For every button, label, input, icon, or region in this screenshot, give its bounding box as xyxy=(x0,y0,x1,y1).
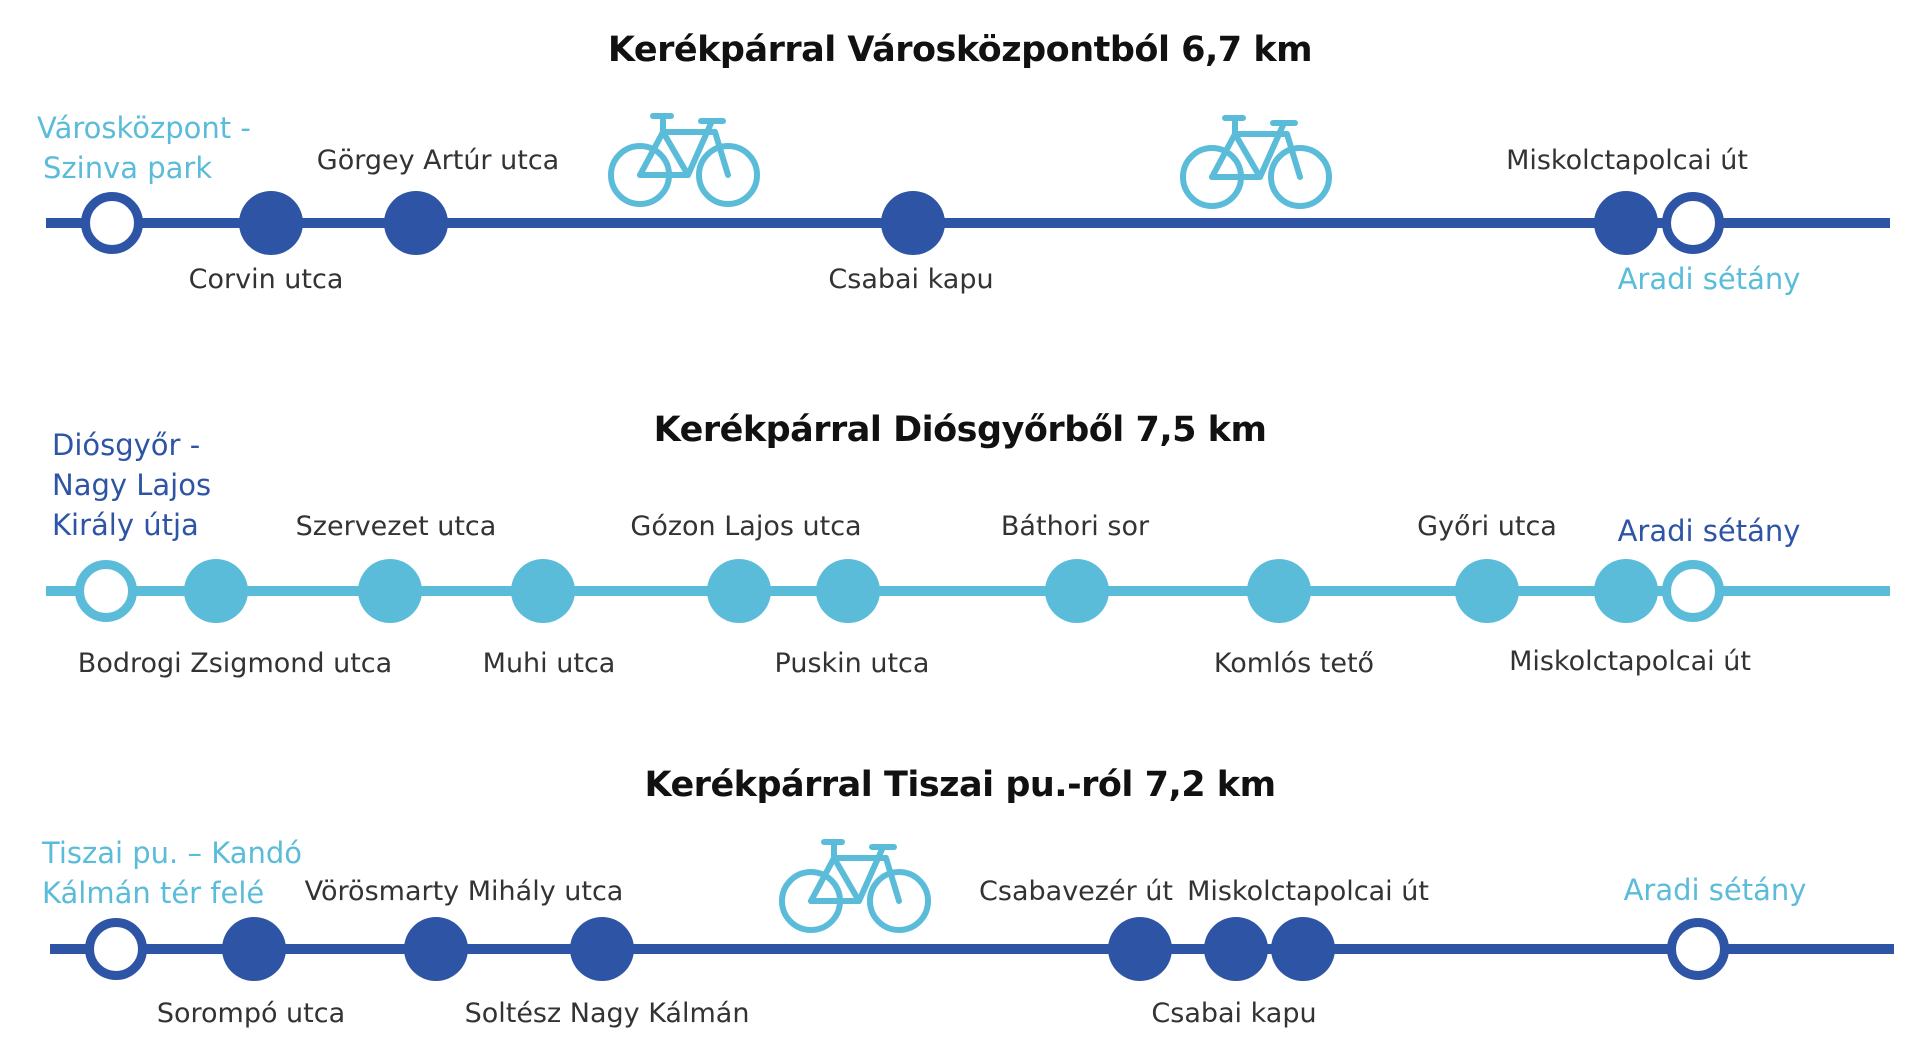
route-1-label-miskolc: Miskolctapolcai út xyxy=(1506,145,1748,176)
route-3-title: Kerékpárral Tiszai pu.-ról 7,2 km xyxy=(644,765,1276,805)
route-3-stop-vorosmarty xyxy=(404,917,468,981)
route-2-stop-komlos xyxy=(1247,559,1311,623)
route-3-label-sorompo: Sorompó utca xyxy=(156,998,346,1029)
route-2-stop-bathori xyxy=(1045,559,1109,623)
route-3-stop-csabai xyxy=(1204,917,1268,981)
route-3-label-miskolc: Miskolctapolcai út xyxy=(1187,876,1429,907)
route-3-label-csabavezer: Csabavezér út xyxy=(979,876,1173,907)
route-3-label-soltesz: Soltész Nagy Kálmán xyxy=(464,998,750,1029)
route-3-stop-miskolc xyxy=(1271,917,1335,981)
route-2-label-bodrogi: Bodrogi Zsigmond utca xyxy=(77,648,393,679)
route-2-label-muhi: Muhi utca xyxy=(482,648,616,679)
route-1-stop-miskolc xyxy=(1594,191,1658,255)
route-2-label-komlos: Komlós tető xyxy=(1213,648,1375,679)
route-3-start-stop xyxy=(85,918,147,980)
route-2-label-bathori: Báthori sor xyxy=(1000,511,1150,542)
route-1-label-gorgey: Görgey Artúr utca xyxy=(316,145,560,176)
route-3-label-csabai: Csabai kapu xyxy=(1151,998,1317,1029)
route-2-start-label: Diósgyőr - Nagy Lajos Király útja xyxy=(52,428,212,542)
route-2-start-stop xyxy=(75,560,137,622)
route-3-end-stop xyxy=(1667,918,1729,980)
route-1-title: Kerékpárral Városközpontból 6,7 km xyxy=(607,30,1313,70)
route-2-stop-puskin xyxy=(816,559,880,623)
route-2-label-gozon: Gózon Lajos utca xyxy=(630,511,862,542)
route-2-stop-miskolc xyxy=(1594,559,1658,623)
route-3-label-vorosmarty: Vörösmarty Mihály utca xyxy=(304,876,624,907)
route-2-label-miskolc: Miskolctapolcai út xyxy=(1509,646,1751,677)
route-2-label-szervezet: Szervezet utca xyxy=(295,511,497,542)
route-1-end-stop xyxy=(1662,192,1724,254)
route-2-label-gyori: Győri utca xyxy=(1417,511,1557,542)
route-2-label-end: Aradi sétány xyxy=(1617,514,1801,548)
route-1-stop-gorgey xyxy=(384,191,448,255)
route-3-stop-sorompo xyxy=(222,917,286,981)
route-2-stop-bodrogi xyxy=(184,559,248,623)
route-3-start-label: Tiszai pu. – Kandó Kálmán tér felé xyxy=(42,836,303,910)
route-1-stop-csabai xyxy=(881,191,945,255)
route-2-stop-szervezet xyxy=(358,559,422,623)
route-1-label-corvin: Corvin utca xyxy=(188,264,344,295)
route-1-start-label: Városközpont - Szinva park xyxy=(37,111,251,185)
route-3-stop-soltesz xyxy=(570,917,634,981)
route-3-line xyxy=(50,944,1894,954)
route-2-stop-gyori xyxy=(1455,559,1519,623)
route-1-label-csabai: Csabai kapu xyxy=(828,264,994,295)
route-2-stop-gozon xyxy=(707,559,771,623)
bicycle-icon xyxy=(779,839,931,933)
route-1-label-end: Aradi sétány xyxy=(1617,262,1801,296)
route-1-start-stop xyxy=(81,192,143,254)
bicycle-icon xyxy=(1180,115,1332,209)
route-2-title: Kerékpárral Diósgyőrből 7,5 km xyxy=(653,410,1267,450)
route-2-stop-muhi xyxy=(511,559,575,623)
route-2-line xyxy=(46,586,1890,596)
route-1-line xyxy=(46,218,1890,228)
route-3-stop-csabavezer xyxy=(1108,917,1172,981)
route-1-stop-corvin xyxy=(239,191,303,255)
bicycle-icon xyxy=(608,113,760,207)
route-3-label-end: Aradi sétány xyxy=(1623,873,1807,907)
route-2-label-puskin: Puskin utca xyxy=(774,648,930,679)
route-2-end-stop xyxy=(1662,560,1724,622)
